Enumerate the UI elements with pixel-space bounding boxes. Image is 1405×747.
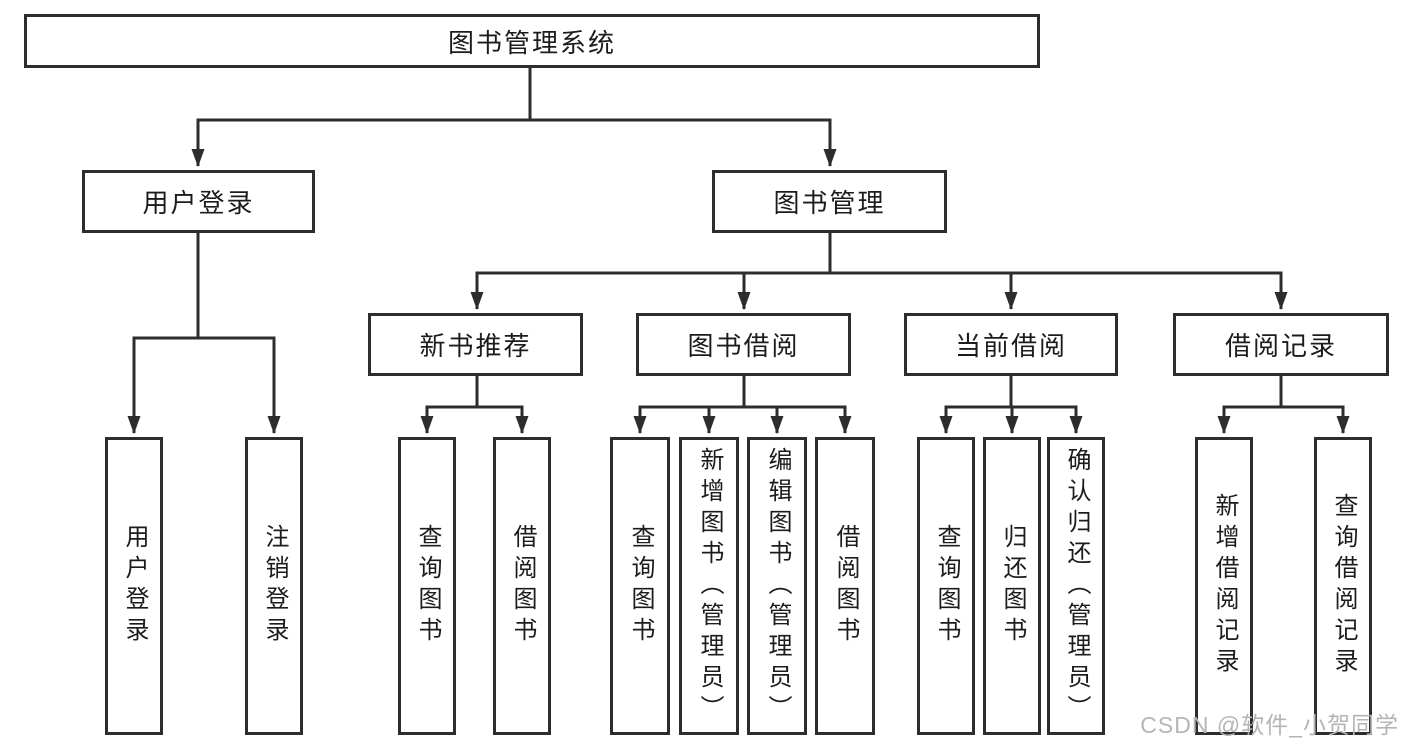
leaf-return-book: 归还图书 xyxy=(983,437,1041,735)
node-label: 图书管理 xyxy=(773,188,886,218)
node-label: 当前借阅 xyxy=(954,331,1067,361)
node-book-borrowing: 图书借阅 xyxy=(636,313,851,376)
node-label: 查询图书 xyxy=(414,524,441,648)
node-label: 查询图书 xyxy=(627,524,654,648)
node-label: 查询借阅记录 xyxy=(1330,493,1357,679)
node-label: 图书借阅 xyxy=(687,331,800,361)
node-label: 借阅记录 xyxy=(1224,331,1337,361)
leaf-borrow-books-borrowing: 借阅图书 xyxy=(815,437,875,735)
leaf-query-borrow-record: 查询借阅记录 xyxy=(1314,437,1372,735)
node-label: 新书推荐 xyxy=(419,331,532,361)
node-label: 图书管理系统 xyxy=(447,27,616,58)
leaf-query-books-current: 查询图书 xyxy=(917,437,975,735)
leaf-user-login: 用户登录 xyxy=(105,437,163,735)
node-label: 用户登录 xyxy=(121,524,148,648)
leaf-edit-book-admin: 编辑图书（管理员） xyxy=(747,437,807,735)
node-label: 新增借阅记录 xyxy=(1211,493,1238,679)
node-label: 借阅图书 xyxy=(509,524,536,648)
leaf-add-borrow-record: 新增借阅记录 xyxy=(1195,437,1253,735)
node-label: 用户登录 xyxy=(142,188,255,218)
node-current-borrowing: 当前借阅 xyxy=(904,313,1118,376)
node-label: 编辑图书（管理员） xyxy=(764,446,791,726)
node-label: 归还图书 xyxy=(999,524,1026,648)
node-label: 确认归还（管理员） xyxy=(1063,446,1090,726)
node-new-book-recommend: 新书推荐 xyxy=(368,313,583,376)
node-label: 新增图书（管理员） xyxy=(696,446,723,726)
leaf-query-books-recommend: 查询图书 xyxy=(398,437,456,735)
connector-lines xyxy=(127,68,1350,434)
leaf-add-book-admin: 新增图书（管理员） xyxy=(679,437,739,735)
leaf-query-books-borrowing: 查询图书 xyxy=(610,437,670,735)
csdn-watermark: CSDN @软件_小贺同学 xyxy=(1140,712,1399,738)
node-label: 注销登录 xyxy=(261,524,288,648)
node-user-login: 用户登录 xyxy=(82,170,315,233)
node-label: 借阅图书 xyxy=(832,524,859,648)
node-book-management: 图书管理 xyxy=(712,170,947,233)
leaf-confirm-return-admin: 确认归还（管理员） xyxy=(1047,437,1105,735)
leaf-logout: 注销登录 xyxy=(245,437,303,735)
node-library-management-system: 图书管理系统 xyxy=(24,14,1040,68)
node-borrowing-records: 借阅记录 xyxy=(1173,313,1389,376)
node-label: 查询图书 xyxy=(933,524,960,648)
leaf-borrow-books-recommend: 借阅图书 xyxy=(493,437,551,735)
